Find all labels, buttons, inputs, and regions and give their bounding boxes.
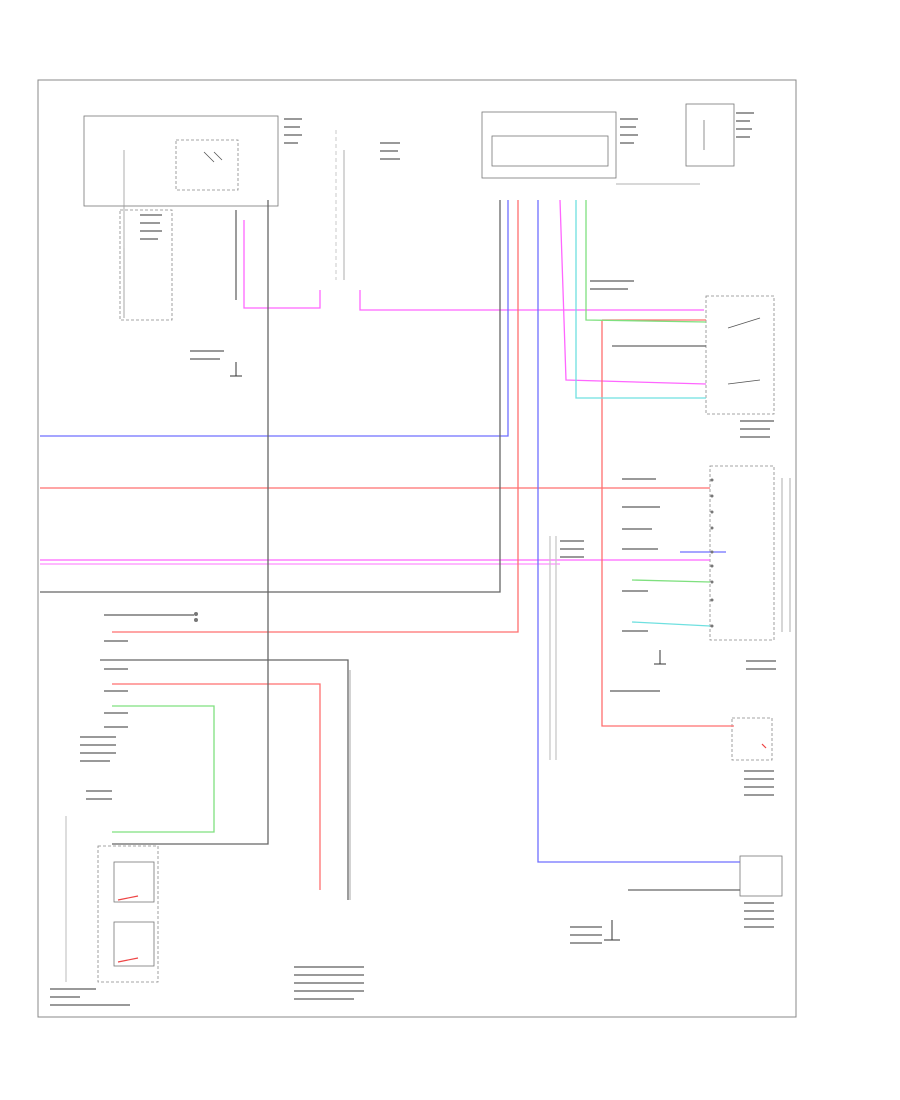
component-top-middle xyxy=(335,130,345,280)
wire-green xyxy=(112,200,711,833)
component-top-right xyxy=(685,103,735,167)
switch-block-lower-left xyxy=(65,816,159,983)
wire-red xyxy=(40,200,734,890)
wire-blue xyxy=(40,200,740,863)
wire-black xyxy=(40,200,740,900)
component-top-left xyxy=(83,115,279,321)
connector-pins xyxy=(194,478,714,628)
connector-right-lower xyxy=(731,717,783,897)
connector-right-middle xyxy=(709,465,791,641)
wire-pink xyxy=(40,199,710,565)
ecu-top-center xyxy=(481,111,700,185)
ground-symbol-upper-left xyxy=(230,362,242,377)
wire-gray xyxy=(123,248,557,900)
annotation-marks xyxy=(50,112,776,1006)
connector-right-upper xyxy=(705,295,775,415)
ground-symbol-mid-right xyxy=(654,650,666,665)
ground-symbol-lower-center xyxy=(604,920,620,941)
wire-cyan xyxy=(575,200,711,627)
diagram-frame xyxy=(37,79,797,1018)
switch-contacts xyxy=(117,743,767,963)
